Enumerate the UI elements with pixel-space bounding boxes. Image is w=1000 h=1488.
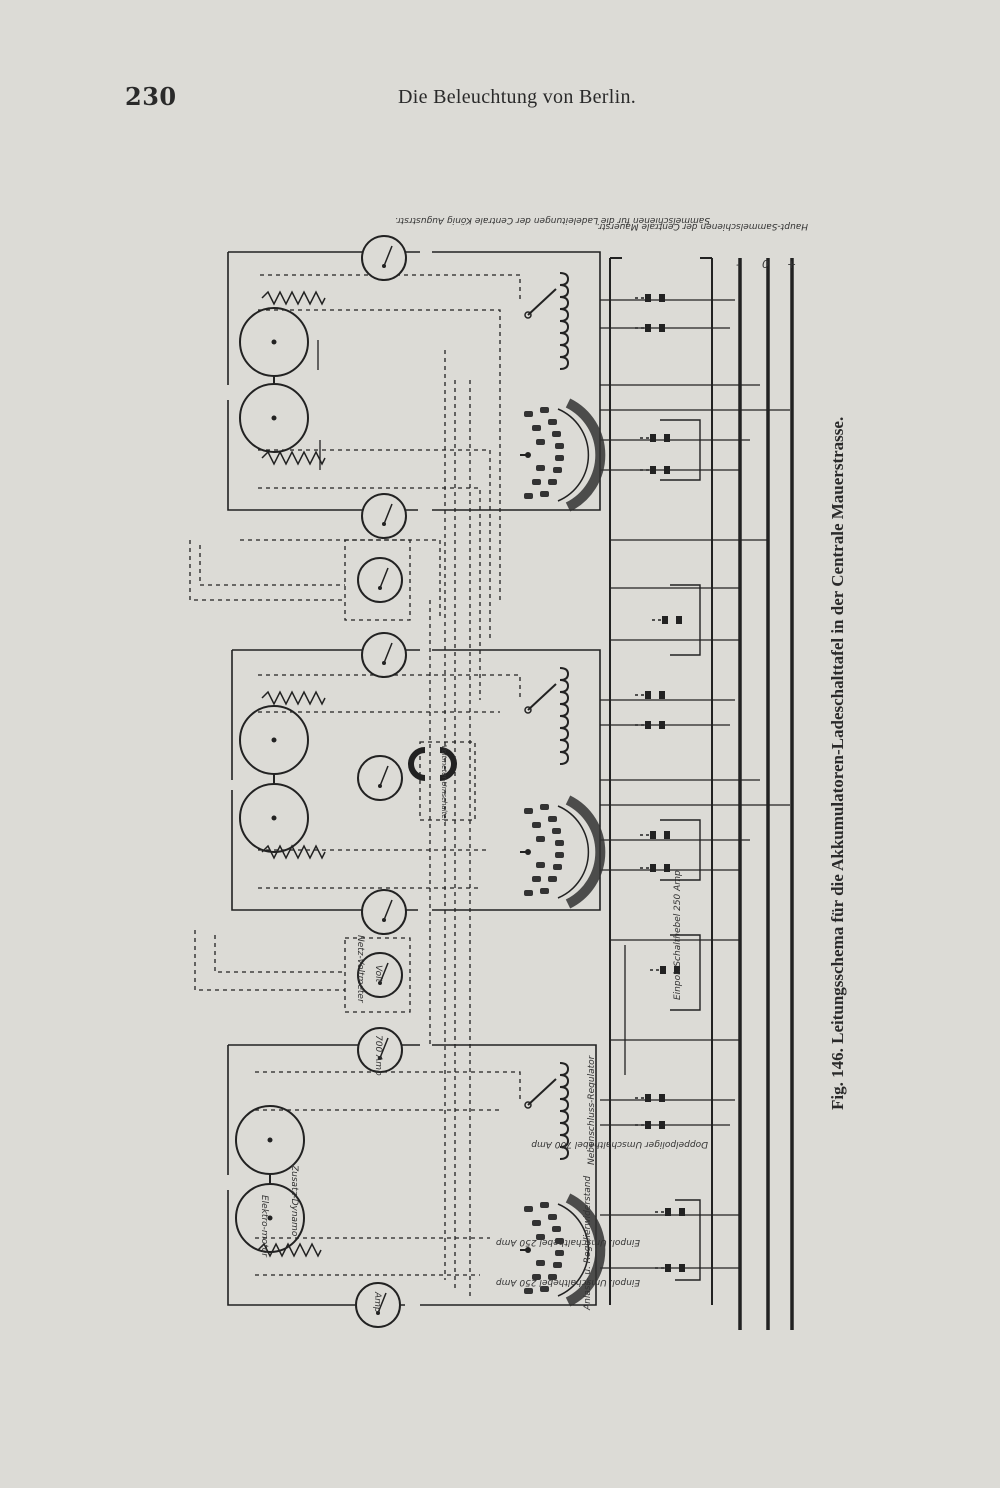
label-busbars-charging: Sammelschienen für die Ladeleitungen der… (395, 215, 710, 225)
page-number: 230 (125, 82, 177, 111)
pole-changer (408, 747, 457, 781)
label-bus-minus: - (736, 258, 740, 271)
label-booster-dynamo: Zusatz-Dynamo (289, 1164, 299, 1237)
label-network-voltmeter: Netz-Voltmeter (355, 935, 365, 1004)
page-header: 230 Die Beleuchtung von Berlin. (0, 78, 1000, 118)
charging-busbars (609, 257, 713, 1305)
label-ampere-700: 700 Amp (373, 1035, 383, 1076)
label-single-pole-switch: Einpol. Schalthebel 250 Amp (673, 870, 683, 1000)
label-shunt-regulator: Nebenschluss-Regulator (587, 1054, 597, 1165)
gauges (355, 235, 407, 1328)
label-bus-zero: 0 (762, 258, 769, 271)
dynamo-machines (235, 307, 309, 1253)
horizontal-feeds (317, 299, 790, 1269)
running-title: Die Beleuchtung von Berlin. (398, 86, 637, 108)
label-bus-plus: + (787, 258, 796, 271)
label-electromotor: Elektro-motor (259, 1195, 269, 1258)
label-starting-resistance: Anlass- u. Regulierwiderstand (583, 1176, 593, 1311)
figure-caption: Fig. 146. Leitungsschema für die Akkumul… (828, 416, 847, 1110)
label-busbars-main: Haupt-Sammelschienen der Centrale Mauers… (596, 221, 808, 231)
label-single-pole-switch-2: Einpol. Umschalthebel 250 Amp (496, 1277, 640, 1287)
unit-frames (227, 251, 601, 1306)
shunt-rheostats (524, 272, 569, 1160)
main-busbars (738, 258, 794, 1330)
label-pole-changer: Voltmeter-Umschalter (440, 745, 448, 823)
label-ammeter: Amp (372, 1291, 382, 1313)
starting-resistance-arcs (520, 403, 600, 1302)
control-leads (189, 274, 521, 1300)
label-double-pole-switch: Doppelpoliger Umschalthebel 700 Amp (531, 1139, 708, 1149)
label-single-pole-switch-1: Einpol. Umschalthebel 250 Amp (496, 1237, 640, 1247)
label-voltmeter: Volt (373, 965, 383, 983)
